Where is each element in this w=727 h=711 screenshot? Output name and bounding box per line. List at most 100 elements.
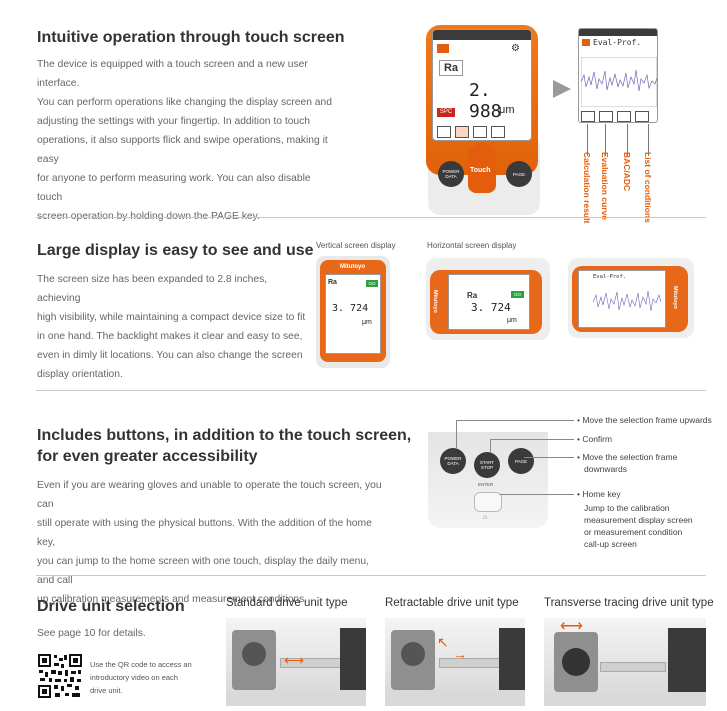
caption-vertical: Vertical screen display — [316, 241, 396, 250]
horizontal-device-photo: Mitutoyo Ra GO 3. 724 μm — [426, 258, 550, 340]
section-title-drive: Drive unit selection — [37, 598, 185, 615]
section-divider — [36, 390, 706, 391]
page-key[interactable]: PAGE — [508, 448, 534, 474]
home-icon: ⌂ — [483, 514, 488, 521]
connector-line — [587, 124, 588, 156]
label-list-of-conditions: List of conditions — [643, 152, 653, 223]
note-up: • Move the selection frame upwards — [577, 415, 712, 425]
body-line: you can jump to the home screen with one… — [37, 556, 369, 586]
enter-label: ENTER — [478, 482, 494, 487]
label-calculation-result: Calculation result — [582, 152, 592, 224]
body-line: in one hand. The backlight makes it clea… — [37, 331, 303, 342]
section-title-display: Large display is easy to see and use — [37, 242, 314, 259]
body-line: high visibility, while maintaining a com… — [37, 312, 306, 323]
key-panel-photo: POWER DATA START STOP PAGE ENTER ⌂ — [428, 432, 548, 528]
measure-value: 3. 724 — [471, 301, 511, 314]
measure-value: 3. 724 — [332, 303, 369, 314]
gear-icon: ⚙ — [511, 43, 520, 54]
curve-icon[interactable] — [455, 126, 469, 138]
title-line: for even greater accessibility — [37, 448, 258, 465]
brand-logo: Mitutoyo — [432, 290, 438, 313]
transverse-drive-photo: ⟷ — [544, 618, 706, 706]
leader-line — [456, 420, 574, 421]
qr-line: drive unit. — [90, 686, 123, 695]
param-label: Ra — [439, 60, 463, 76]
menu-icon — [582, 39, 590, 46]
note-home-3: or measurement condition — [584, 527, 683, 537]
arrow-right-icon — [553, 80, 571, 98]
standard-drive-photo: ⟷ — [226, 618, 366, 706]
title-line: Includes buttons, in addition to the tou… — [37, 427, 412, 444]
body-line: You can perform operations like changing… — [37, 97, 332, 108]
connector-line — [648, 124, 649, 156]
body-line: operations, it also supports flick and s… — [37, 135, 328, 165]
bac-icon[interactable] — [473, 126, 487, 138]
section-divider — [36, 575, 706, 576]
horizontal-eval-device-photo: Mitutoyo Eval-Prof. — [568, 258, 694, 338]
angled-arrow-icon: ↖ — [437, 634, 449, 650]
section-title-touch: Intuitive operation through touch screen — [37, 29, 345, 46]
start-stop-key[interactable]: START STOP — [474, 452, 500, 478]
drive-type-retractable: Retractable drive unit type — [385, 597, 519, 609]
body-line: screen operation by holding down the PAG… — [37, 207, 337, 226]
evaluation-curve-graph — [581, 57, 657, 107]
brand-logo: Mitutoyo — [340, 264, 365, 270]
eval-bottom-icons — [581, 111, 657, 122]
curve-icon[interactable] — [599, 111, 613, 122]
leader-line — [490, 439, 574, 440]
body-line: up calibration measurements and measurem… — [37, 594, 308, 605]
leader-line — [456, 420, 457, 448]
note-down-cont: downwards — [584, 464, 627, 474]
note-home-1: Jump to the calibration — [584, 503, 670, 513]
body-line: for anyone to perform measuring work. Yo… — [37, 173, 311, 203]
body-line: even in dimly lit locations. You can als… — [37, 350, 303, 361]
body-line: Even if you are wearing gloves and unabl… — [37, 480, 382, 510]
power-data-key[interactable]: POWER DATA — [440, 448, 466, 474]
note-home-4: call-up screen — [584, 539, 637, 549]
go-badge: GO — [511, 291, 524, 298]
vertical-device-photo: Mitutoyo Ra GO 3. 724 μm — [316, 256, 390, 368]
unit-label: μm — [362, 319, 372, 326]
power-data-key[interactable]: POWER DATA — [438, 161, 464, 187]
screen-bottom-icons — [437, 126, 529, 138]
unit-label: μm — [507, 317, 517, 324]
see-page-text: See page 10 for details. — [37, 628, 146, 639]
note-home: • Home key — [577, 489, 621, 499]
page-key[interactable]: PAGE — [506, 161, 532, 187]
qr-caption: Use the QR code to access an introductor… — [90, 658, 192, 697]
qr-line: introductory video on each — [90, 673, 178, 682]
touch-label: Touch — [470, 167, 491, 174]
result-icon[interactable] — [581, 111, 595, 122]
result-icon[interactable] — [437, 126, 451, 138]
param-label: Ra — [467, 291, 478, 300]
double-arrow-icon: ⟷ — [560, 618, 583, 635]
eval-title: Eval-Prof. — [593, 274, 627, 280]
leader-line — [490, 439, 491, 453]
param-label: Ra — [328, 279, 337, 286]
caption-horizontal: Horizontal screen display — [427, 241, 517, 250]
label-evaluation-curve: Evaluation curve — [600, 152, 610, 221]
evaluation-curve-graph — [593, 290, 661, 312]
qr-line: Use the QR code to access an — [90, 660, 192, 669]
note-home-2: measurement display screen — [584, 515, 693, 525]
brand-logo: Mitutoyo — [672, 286, 678, 309]
bac-icon[interactable] — [617, 111, 631, 122]
list-icon[interactable] — [635, 111, 649, 122]
connector-line — [627, 124, 628, 156]
section-body-buttons: Even if you are wearing gloves and unabl… — [37, 476, 382, 609]
home-key[interactable] — [474, 492, 502, 512]
finger-icon — [468, 143, 496, 193]
section-body-display: The screen size has been expanded to 2.8… — [37, 270, 307, 384]
leader-line — [524, 457, 574, 458]
measure-value: 2. 988 — [469, 80, 502, 122]
eval-profile-screen: Eval-Prof. — [578, 28, 658, 123]
note-confirm: • Confirm — [577, 434, 613, 444]
list-icon[interactable] — [491, 126, 505, 138]
drive-type-transverse: Transverse tracing drive unit type — [544, 597, 714, 609]
eval-title: Eval-Prof. — [593, 38, 642, 47]
double-arrow-icon: ⟷ — [284, 652, 305, 668]
arrow-right-icon: → — [453, 646, 467, 662]
body-line: The screen size has been expanded to 2.8… — [37, 274, 268, 304]
qr-code[interactable] — [37, 653, 83, 699]
body-line: adjusting the settings with your fingert… — [37, 116, 311, 127]
